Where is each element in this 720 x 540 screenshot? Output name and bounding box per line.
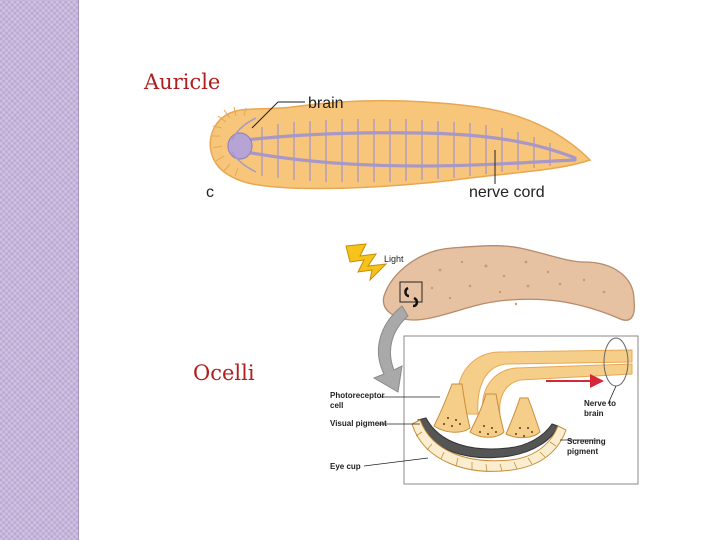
planarian-head <box>382 245 636 321</box>
screening-pigment-layer <box>417 417 559 459</box>
eye-highlight-box <box>399 281 423 303</box>
photoreceptor-label-1: Photoreceptor <box>330 391 385 400</box>
auricle-fringe <box>211 106 247 177</box>
transverse-nerves <box>261 119 551 182</box>
visual-pigment-label: Visual pigment <box>330 419 387 428</box>
nerve-direction-arrow <box>546 374 604 388</box>
zoom-arrow <box>372 305 409 393</box>
nerve-cords <box>244 131 577 168</box>
panel-letter-c: c <box>206 184 214 201</box>
eye-cup <box>411 419 567 472</box>
screening-pigment-label-1: Screening <box>567 437 606 446</box>
photoreceptor-label-2: cell <box>330 401 343 410</box>
light-label: Light <box>384 254 404 264</box>
lightning-bolt-icon <box>345 243 388 282</box>
eye-cup-cell-walls <box>415 431 557 473</box>
brain-ganglion <box>227 132 253 160</box>
nerve-to-brain-label-1: Nerve to <box>584 399 616 408</box>
planarian-body-figure: brain nerve cord c <box>206 95 592 201</box>
photoreceptor-dots <box>443 417 533 437</box>
ocellus-right <box>412 296 419 308</box>
photoreceptor-cells <box>433 383 541 439</box>
ocellus-left <box>404 286 410 298</box>
auricle-label: Auricle <box>144 70 221 94</box>
brain-label: brain <box>308 95 344 112</box>
nerve-to-brain-label-2: brain <box>584 409 604 418</box>
nerve-fibers <box>456 349 633 417</box>
decorative-sidebar <box>0 0 79 540</box>
screening-pigment-label-2: pigment <box>567 447 598 456</box>
eye-detail-figure: Light <box>330 243 639 485</box>
head-speckles <box>430 260 606 306</box>
nerve-cord-label: nerve cord <box>469 184 545 201</box>
eye-cup-label: Eye cup <box>330 462 361 471</box>
ocelli-label: Ocelli <box>193 361 255 385</box>
